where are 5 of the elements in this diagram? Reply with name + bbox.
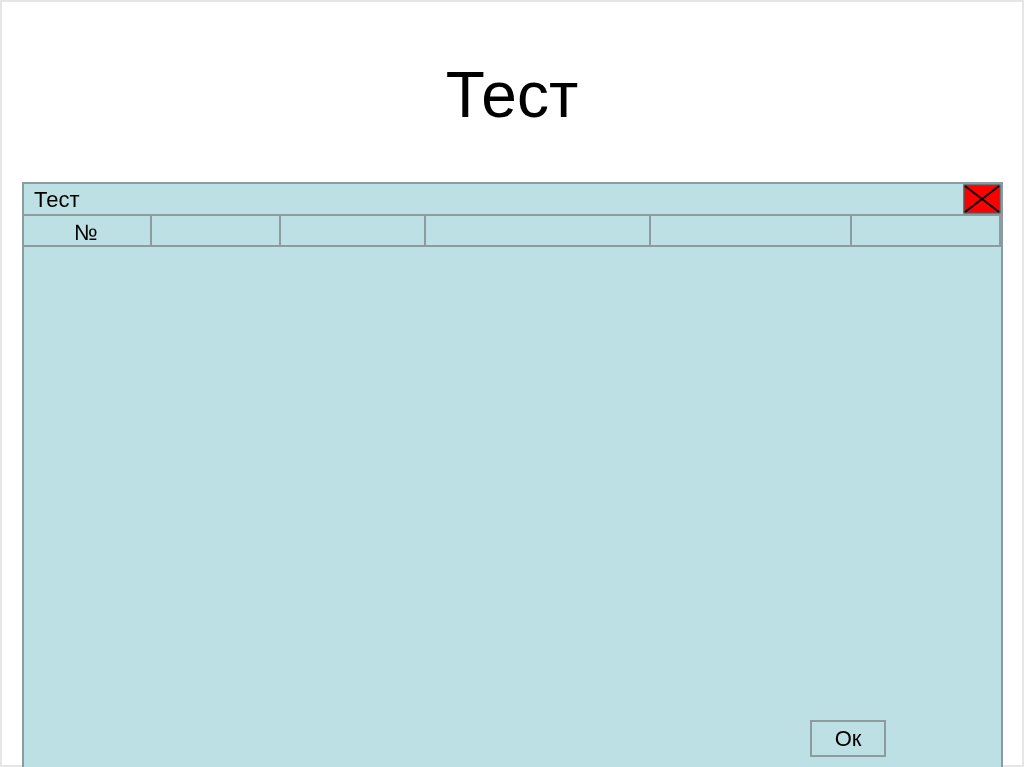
- column-header: №: [74, 221, 98, 245]
- window-title: Тест: [34, 187, 80, 213]
- dialog-window: [22, 182, 1003, 767]
- ok-button: Ок: [810, 720, 886, 757]
- slide-title: Тест: [444, 58, 580, 133]
